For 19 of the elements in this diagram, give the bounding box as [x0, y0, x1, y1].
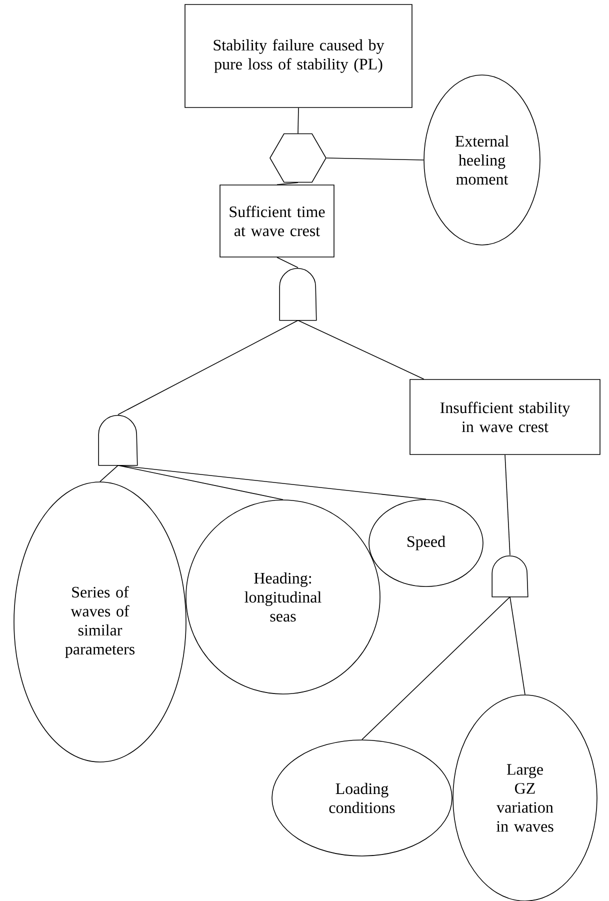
event-box: Insufficient stability in wave crest	[410, 379, 600, 455]
connector-line	[362, 596, 510, 740]
connector-line	[298, 320, 424, 380]
connector-line	[326, 158, 424, 160]
connector-line	[118, 465, 426, 500]
connector-line	[118, 465, 284, 500]
connector-line	[298, 108, 299, 134]
event-box: Stability failure caused by pure loss of stability (PL)	[184, 4, 412, 108]
connector-line	[504, 454, 510, 556]
connector-line	[276, 182, 298, 185]
event-box: Sufficient time at wave crest	[220, 184, 334, 258]
and-gate	[279, 268, 317, 321]
connector-line	[276, 257, 298, 268]
and-gate	[98, 415, 138, 466]
connector-line	[118, 320, 298, 415]
and-gate	[492, 556, 528, 598]
connector-line	[510, 596, 526, 695]
hexagon-gate	[270, 133, 326, 183]
connector-line	[100, 465, 118, 482]
